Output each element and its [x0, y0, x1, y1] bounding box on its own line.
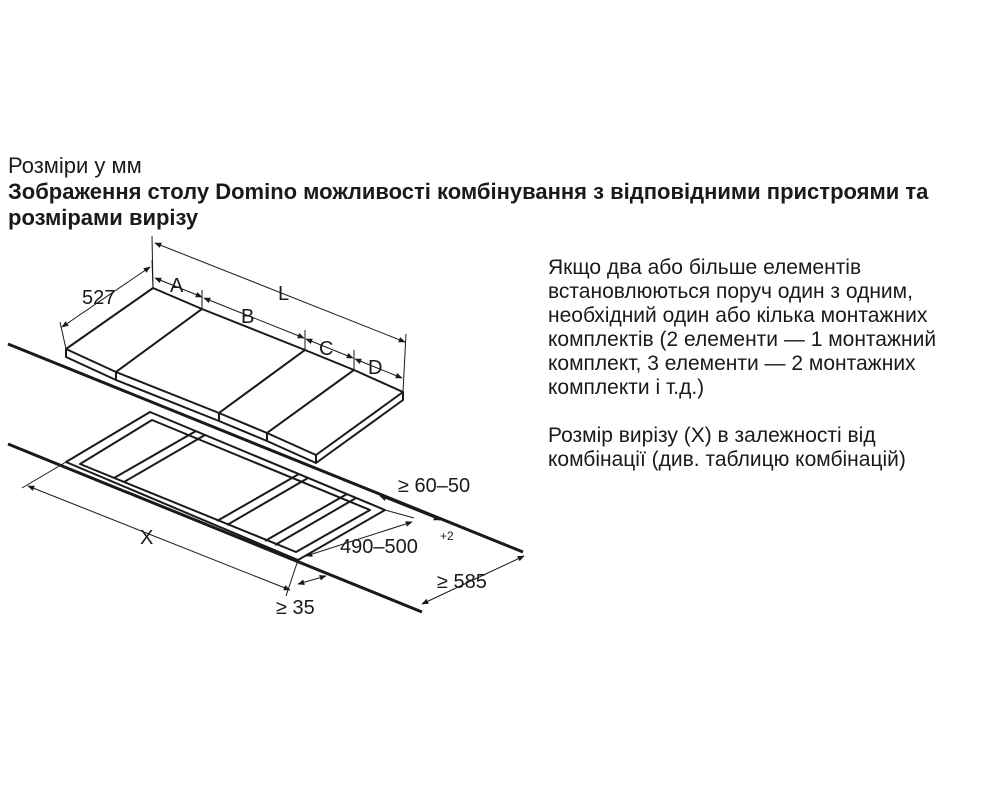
dim-b — [203, 297, 305, 339]
dimension-lines — [21, 235, 525, 605]
dim-a — [154, 277, 203, 298]
dim-edge-gap — [379, 495, 441, 521]
cutout-divider-2 — [216, 473, 300, 522]
cutout-divider-2b — [226, 477, 309, 526]
installation-notes: Якщо два або більше елементів встановлюю… — [548, 256, 993, 496]
ext-total-2 — [402, 333, 407, 393]
page-title: Зображення столу Domino можливості комбі… — [8, 179, 929, 230]
label-b: B — [241, 306, 254, 328]
dim-cutout-width — [27, 485, 291, 591]
label-depth: 527 — [82, 287, 115, 309]
dim-total — [154, 242, 406, 343]
modules-side-face — [315, 392, 404, 464]
label-edge-gap: ≥ 60–50 — [398, 475, 470, 497]
cutout-divider-1b — [123, 434, 206, 483]
label-counter-depth: ≥ 585 — [437, 571, 487, 593]
label-cutout-width: X — [140, 527, 153, 549]
label-front-gap: ≥ 35 — [276, 597, 315, 619]
units-note: Розміри у мм — [8, 153, 142, 178]
dim-counter-depth — [421, 555, 525, 605]
dim-cutout-depth — [305, 521, 413, 557]
modules-front-face — [65, 349, 117, 381]
ext-x-1 — [21, 461, 67, 489]
countertop-front-edge — [7, 442, 423, 614]
dim-depth — [61, 266, 151, 328]
label-total: L — [278, 283, 289, 305]
ext-total-1 — [151, 235, 154, 289]
ext-x-2 — [285, 559, 299, 597]
dim-front-gap — [297, 575, 327, 585]
note-cutout-size: Розмір вирізу (X) в залежності від комбі… — [548, 424, 906, 471]
ext-cutout-depth — [384, 509, 415, 519]
cutout-divider-3 — [264, 493, 348, 542]
page-header: Розміри у мм Зображення столу Domino мож… — [8, 153, 988, 231]
label-d: D — [368, 357, 382, 379]
note-mounting-kits: Якщо два або більше елементів встановлюю… — [548, 256, 937, 399]
label-a: A — [170, 275, 184, 297]
dim-c — [305, 338, 354, 359]
label-c: C — [319, 338, 333, 360]
label-cutout-depth: 490–500 — [340, 536, 418, 558]
installation-diagram: 527 A B C D L X ≥ 60–50 490–500 +2 ≥ 585… — [7, 235, 525, 619]
dim-d — [354, 358, 403, 379]
label-cutout-depth-tolerance: +2 — [440, 529, 454, 543]
ext-depth-1 — [59, 321, 67, 350]
cutout-divider-1 — [113, 430, 197, 479]
